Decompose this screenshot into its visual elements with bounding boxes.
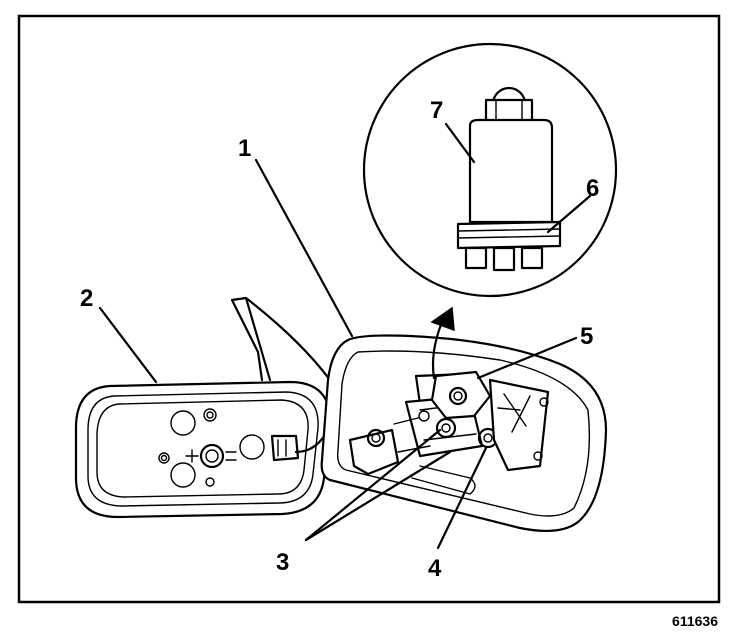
mirror-glass: [74, 380, 332, 519]
callout-3: 3: [276, 549, 289, 576]
callout-2: 2: [80, 285, 93, 312]
leader-line-3b: [304, 450, 452, 542]
figure-number: 611636: [672, 613, 718, 629]
detail-arrow-head: [430, 306, 455, 332]
mirror-bracket-arm: [230, 296, 332, 382]
figure-frame: [17, 14, 721, 604]
leader-line-4: [436, 446, 488, 550]
leader-line-1: [254, 158, 354, 338]
leader-line-7: [444, 122, 476, 164]
leader-line-2: [98, 306, 158, 384]
callout-7: 7: [430, 97, 443, 124]
callout-6: 6: [586, 175, 599, 202]
callout-5: 5: [580, 323, 593, 350]
callout-1: 1: [238, 135, 251, 162]
leader-line-6: [546, 194, 592, 234]
leader-line-3a: [304, 428, 442, 542]
relay-detail-view: [362, 42, 618, 298]
callout-4: 4: [428, 555, 442, 582]
mirror-housing: [320, 334, 608, 533]
detail-arrow: [431, 320, 444, 380]
leader-line-5: [476, 336, 578, 380]
